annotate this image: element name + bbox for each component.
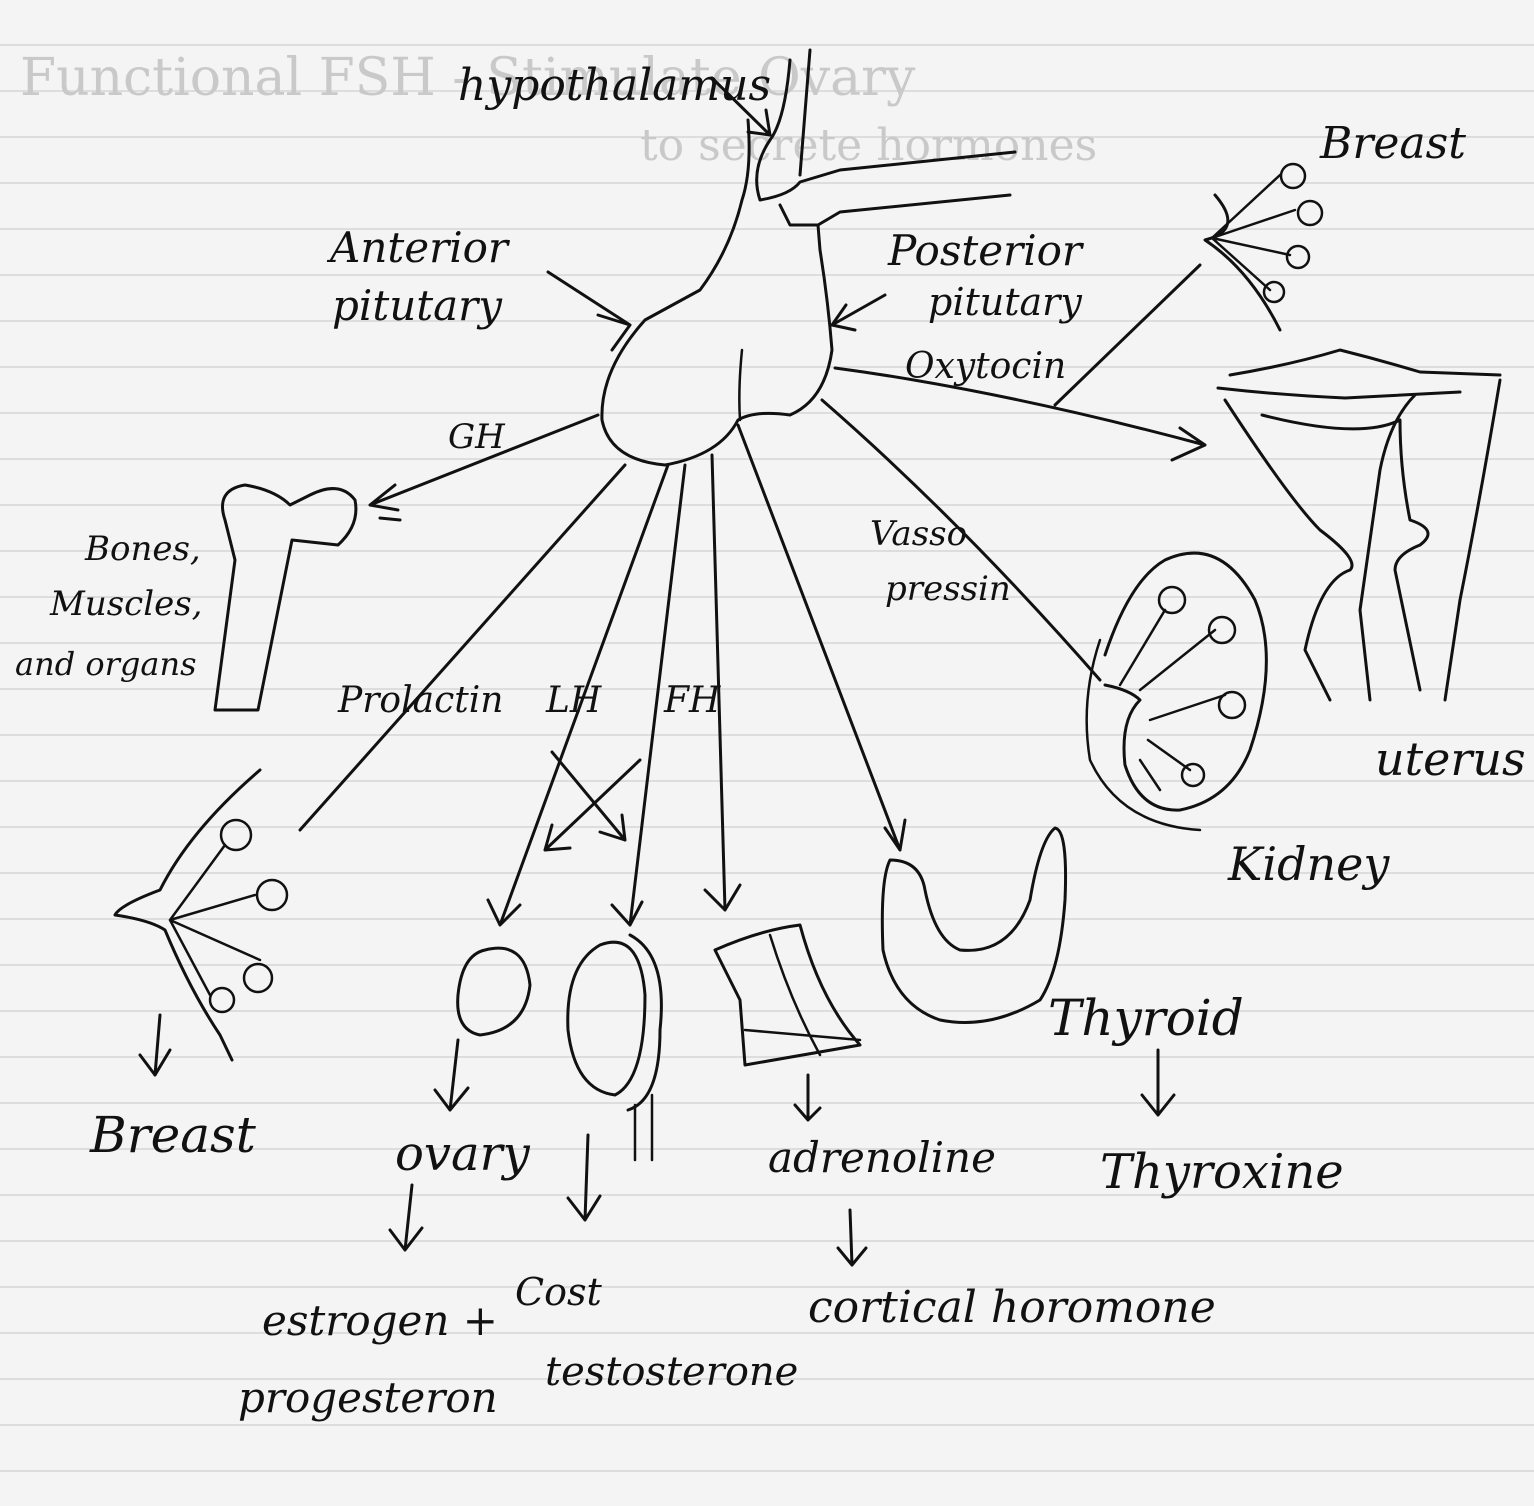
- ovary-icon: [458, 948, 530, 1035]
- posterior-pituitary-arrow: [832, 295, 885, 330]
- cortical-hormone-label: cortical horomone: [808, 1282, 1216, 1333]
- testis-arrow: [568, 1135, 600, 1220]
- uterus-icon: [1218, 350, 1500, 700]
- adrenaline-arrow: [838, 1210, 866, 1265]
- hypothalamus-label: hypothalamus: [458, 60, 771, 111]
- bone-icon: [215, 485, 356, 710]
- output-arrows: [140, 1015, 1174, 1265]
- posterior-pituitary-label-2: pitutary: [928, 280, 1082, 324]
- hormone-arrows: [300, 265, 1205, 925]
- uterus-label: uterus: [1375, 732, 1526, 786]
- posterior-pituitary-label-1: Posterior: [887, 226, 1085, 275]
- thyroid-arrow: [738, 425, 905, 850]
- estrogen-label: estrogen +: [262, 1296, 498, 1345]
- gh-label: GH: [448, 417, 506, 457]
- breast-arrow: [140, 1015, 170, 1075]
- lh-cross-arrow: [552, 752, 625, 840]
- ghost-text-line-2: to secrete hormones: [640, 120, 1097, 171]
- bones-label-1: Bones,: [84, 529, 201, 569]
- vasopressin-label-1: Vasso: [870, 514, 967, 554]
- prolactin-line: [300, 465, 625, 830]
- ovary-arrow: [435, 1040, 468, 1110]
- kidney-label: Kidney: [1227, 837, 1390, 891]
- pituitary-outline: [602, 120, 832, 465]
- pituitary-lobe-divider: [739, 350, 742, 420]
- kidney-icon: [1087, 553, 1267, 830]
- testis-icon: [568, 935, 662, 1160]
- adrenal-arrow-down: [795, 1075, 820, 1120]
- oxytocin-label: Oxytocin: [905, 346, 1066, 387]
- thyroid-icon: [882, 828, 1065, 1023]
- lh-label: LH: [545, 680, 602, 721]
- ovary-label: ovary: [395, 1126, 531, 1182]
- prolactin-label: Prolactin: [337, 680, 503, 721]
- thyroxine-label: Thyroxine: [1100, 1144, 1344, 1200]
- anterior-pituitary-label-1: Anterior: [326, 223, 511, 272]
- ovary-hormone-arrow: [390, 1185, 422, 1250]
- vasopressin-label-2: pressin: [885, 569, 1011, 609]
- breast-bottom-label: Breast: [89, 1106, 257, 1164]
- breast-bottom-icon: [115, 770, 287, 1060]
- labels: hypothalamus Anterior pitutary Posterior…: [15, 60, 1526, 1422]
- breast-top-label: Breast: [1319, 118, 1466, 169]
- adrenaline-label: adrenoline: [768, 1133, 996, 1182]
- thyroid-label: Thyroid: [1048, 989, 1244, 1047]
- bones-label-3: and organs: [15, 645, 197, 683]
- testosterone-label: testosterone: [545, 1349, 798, 1395]
- hypothalamus-lower-line: [780, 195, 1010, 225]
- thyroid-arrow-down: [1142, 1050, 1174, 1115]
- cost-label: Cost: [515, 1270, 602, 1314]
- adrenal-icon: [715, 925, 860, 1065]
- fh-label: FH: [663, 680, 721, 721]
- breast-top-icon: [1205, 164, 1322, 330]
- anterior-pituitary-label-2: pitutary: [332, 281, 503, 330]
- progesterone-label: progesteron: [238, 1373, 498, 1422]
- bones-label-2: Muscles,: [49, 584, 202, 624]
- anterior-pituitary-arrow: [548, 272, 630, 350]
